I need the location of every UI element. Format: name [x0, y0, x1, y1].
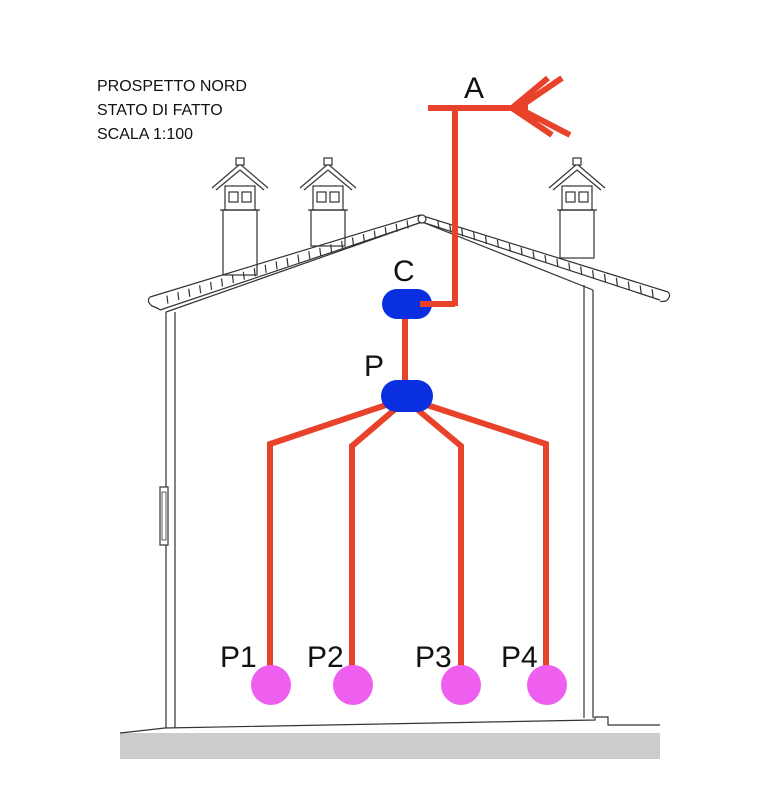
antenna-elements: [510, 75, 572, 138]
cable-network: [267, 75, 572, 688]
label-antenna: A: [464, 72, 484, 105]
cable-to-p1: [267, 399, 396, 688]
cable-to-p4: [417, 399, 549, 688]
label-outlet-p2: P2: [307, 641, 344, 674]
chimney: [548, 157, 606, 259]
outlet-p3: [441, 665, 481, 705]
outlet-p4: [527, 665, 567, 705]
title-line-3: SCALA 1:100: [97, 126, 194, 143]
roof: [147, 214, 671, 311]
label-outlet-p4: P4: [501, 641, 538, 674]
splitter-p: [381, 380, 433, 412]
chimney: [299, 157, 357, 247]
side-window: [159, 486, 169, 546]
cable-to-p2: [349, 402, 402, 688]
ground-line: [119, 716, 660, 734]
central-unit-c: [382, 289, 432, 319]
title-line-2: STATO DI FATTO: [97, 102, 223, 119]
chimney: [211, 157, 269, 276]
label-outlet-p3: P3: [415, 641, 452, 674]
chimneys: [211, 157, 606, 276]
label-central-unit: C: [393, 255, 415, 288]
title-line-1: PROSPETTO NORD: [97, 78, 247, 95]
cable-to-p3: [410, 402, 464, 688]
outlet-p1: [251, 665, 291, 705]
outlet-p2: [333, 665, 373, 705]
ground-band: [120, 733, 660, 759]
label-splitter: P: [364, 350, 384, 383]
label-outlet-p1: P1: [220, 641, 257, 674]
